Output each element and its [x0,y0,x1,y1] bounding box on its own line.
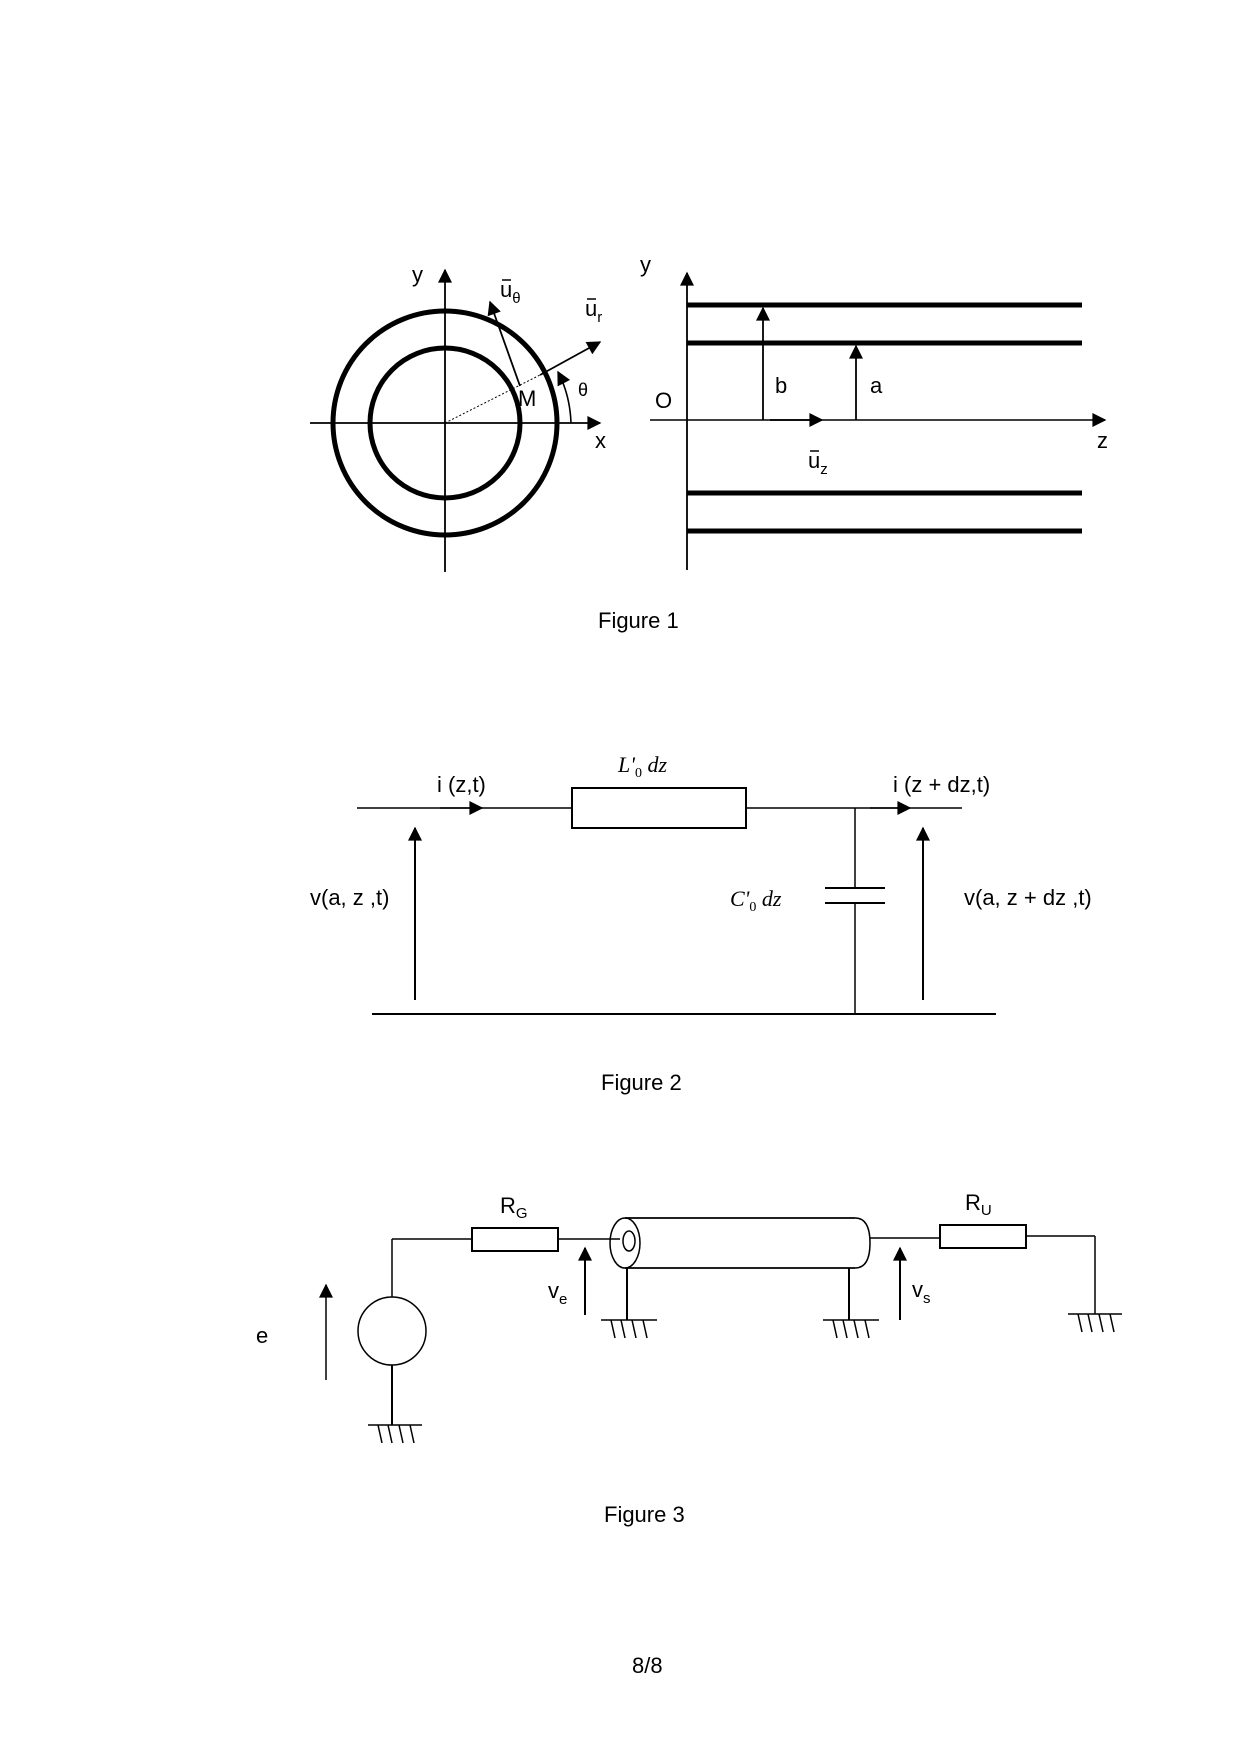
rg-label: RG [500,1193,528,1222]
voltage-in-label: v(a, z ,t) [310,885,389,910]
theta-angle-arc [557,370,572,424]
current-out-label: i (z + dz,t) [893,772,990,797]
u-theta-label: uθ [500,277,521,307]
inductor-box [571,787,747,829]
resistor-rg [471,1227,559,1252]
outer-conductor [330,308,560,538]
u-theta-vector [487,300,521,387]
u-r-label: ur [585,296,602,326]
u-r-vector [539,341,602,376]
emf-label: e [256,1323,268,1348]
ve-label: ve [548,1278,567,1308]
x-axis-label: x [595,428,606,453]
coax-cross-section: y x M θ uθ ur [310,262,606,572]
vs-label: vs [912,1277,931,1307]
ru-label: RU [965,1190,992,1219]
figure-1: y x M θ uθ ur y z O [310,252,1108,633]
figure-2: i (z,t) i (z + dz,t) L'0 dz C'0 dz v(a, … [310,752,1092,1095]
ground-icon [1068,1313,1122,1333]
origin-label: O [655,388,672,413]
page-number: 8/8 [632,1653,663,1678]
radius-b-label: b [775,373,787,398]
radius-a-label: a [870,373,883,398]
ground-icon [601,1319,657,1339]
figure-3-caption: Figure 3 [604,1502,685,1527]
capacitor-label: C'0 dz [730,886,782,915]
point-m-label: M [518,386,536,411]
figure-2-caption: Figure 2 [601,1070,682,1095]
u-z-label: uz [808,448,828,478]
theta-label: θ [578,380,588,400]
y-axis-label: y [412,262,423,287]
voltage-source [357,1296,427,1366]
svg-text:ur: ur [585,296,602,326]
svg-text:uz: uz [808,448,828,478]
ground-icon [823,1319,879,1339]
coax-cable [609,1217,871,1269]
y-axis-long-label: y [640,252,651,277]
inductor-label: L'0 dz [617,752,667,781]
figure-1-caption: Figure 1 [598,608,679,633]
figure-3: e RG ve vs RU [256,1190,1122,1527]
voltage-out-label: v(a, z + dz ,t) [964,885,1092,910]
resistor-ru [939,1224,1027,1249]
svg-text:uθ: uθ [500,277,521,307]
coax-longitudinal-view: y z O b a uz [640,252,1108,570]
z-axis-label: z [1097,428,1108,453]
ground-icon [368,1424,422,1444]
current-in-label: i (z,t) [437,772,486,797]
radius-dotted-line [444,374,541,424]
inner-conductor [367,345,523,501]
